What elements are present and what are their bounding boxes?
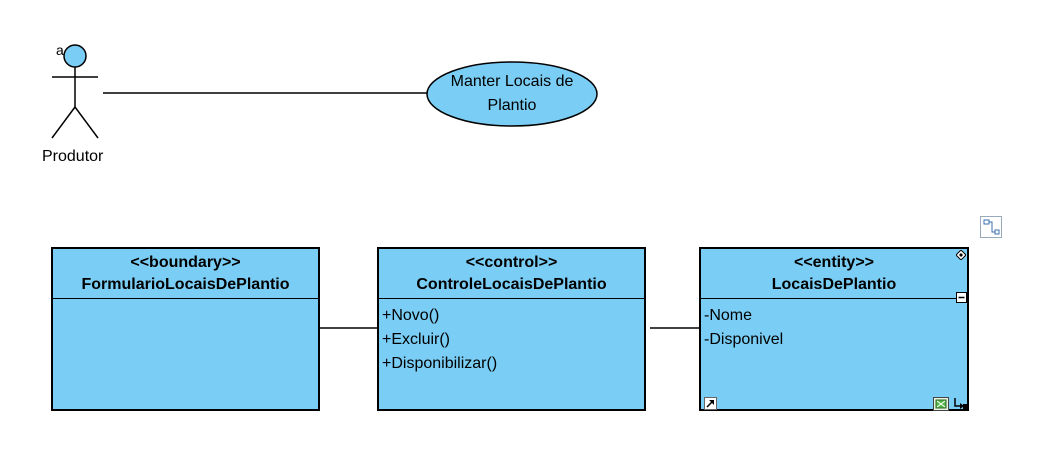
anchor-glyph [954, 398, 967, 410]
operation-excluir[interactable]: +Excluir() [382, 331, 451, 348]
class-entity-name: LocaisDePlantio [771, 276, 897, 293]
operation-novo[interactable]: +Novo() [382, 307, 440, 324]
actor-head [63, 44, 87, 68]
class-entity[interactable]: <<entity>> LocaisDePlantio -Nome -Dispon… [699, 247, 969, 411]
arrow-shortcut-glyph [706, 400, 714, 408]
model-element-glyph [935, 399, 947, 409]
use-case-label[interactable]: Manter Locais de Plantio [427, 70, 597, 118]
class-boundary-members [53, 299, 318, 304]
anchor-icon[interactable] [952, 397, 968, 411]
actor-figure[interactable] [51, 44, 99, 139]
class-boundary-name: FormularioLocaisDePlantio [81, 276, 290, 293]
class-control-header: <<control>> ControleLocaisDePlantio [379, 249, 644, 299]
connector-glyph [983, 219, 1000, 235]
resize-handle-glyph [955, 249, 967, 261]
use-case-line2: Plantio [487, 97, 537, 114]
collapse-glyph [958, 296, 965, 299]
attribute-disponivel[interactable]: -Disponivel [704, 331, 784, 348]
use-case-line1: Manter Locais de [450, 73, 574, 90]
connector-icon[interactable] [980, 216, 1002, 238]
class-entity-header: <<entity>> LocaisDePlantio [701, 249, 967, 299]
resize-handle-icon[interactable] [955, 249, 967, 261]
class-boundary-header: <<boundary>> FormularioLocaisDePlantio [53, 249, 318, 299]
collapse-icon[interactable] [956, 292, 967, 303]
attribute-nome[interactable]: -Nome [704, 307, 753, 324]
arrow-shortcut-icon[interactable] [704, 397, 717, 410]
class-entity-stereotype: <<entity>> [793, 254, 875, 271]
class-control-stereotype: <<control>> [465, 254, 558, 271]
class-control[interactable]: <<control>> ControleLocaisDePlantio +Nov… [377, 247, 646, 411]
class-control-members: +Novo() +Excluir() +Disponibilizar() [379, 299, 644, 376]
class-control-name: ControleLocaisDePlantio [416, 276, 607, 293]
actor-name: Produtor [42, 148, 104, 165]
actor-right-leg [74, 106, 99, 139]
model-element-icon[interactable] [933, 397, 949, 411]
use-case-ellipse[interactable] [426, 61, 598, 127]
actor-badge: a [56, 42, 64, 58]
class-boundary[interactable]: <<boundary>> FormularioLocaisDePlantio [51, 247, 320, 411]
actor-left-leg [51, 106, 76, 139]
class-entity-members: -Nome -Disponivel [701, 299, 967, 352]
operation-disponibilizar[interactable]: +Disponibilizar() [382, 355, 498, 372]
class-boundary-stereotype: <<boundary>> [130, 254, 241, 271]
